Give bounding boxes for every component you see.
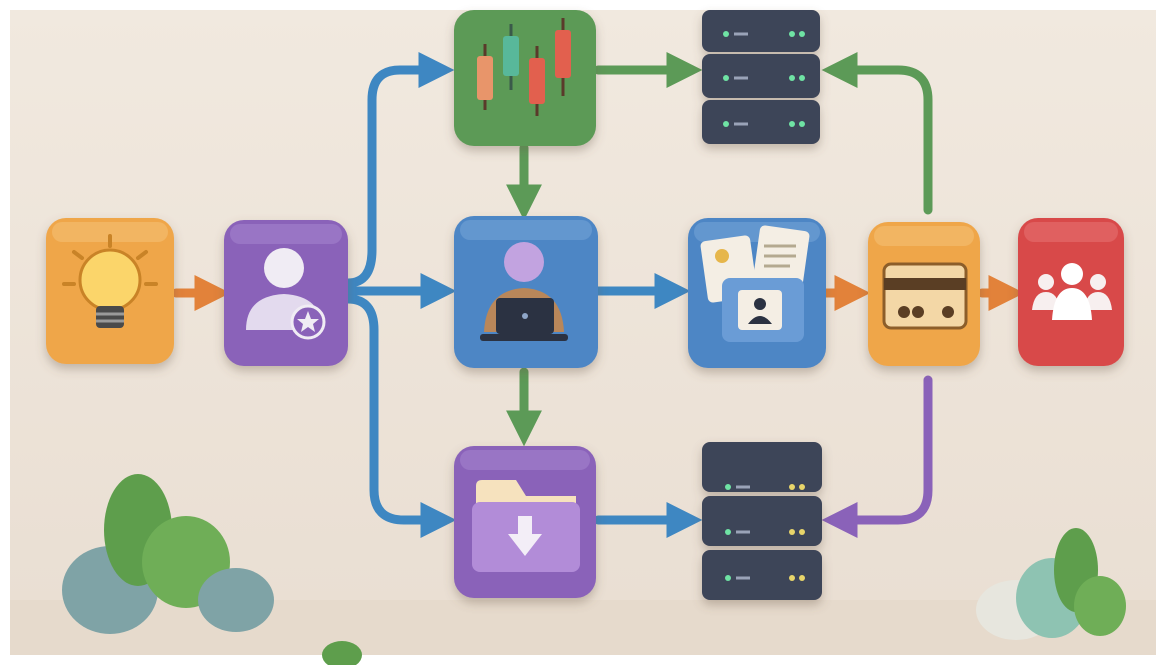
- server-stack-icon: [725, 484, 805, 581]
- folder-download-icon: [472, 480, 580, 572]
- user-laptop-icon: [480, 242, 568, 341]
- edge-payment-to-server-bottom: [821, 375, 933, 538]
- documents-folder-icon: [700, 225, 810, 342]
- edge-user-profile-to-analytics: [343, 52, 455, 288]
- node-analytics: [454, 10, 596, 146]
- edge-user-profile-to-download: [343, 294, 457, 538]
- node-server-top: [702, 10, 820, 144]
- connector-lines: [171, 52, 1025, 538]
- credit-card-icon: [882, 262, 968, 330]
- server-stack-icon: [723, 31, 805, 127]
- user-group-icon: [1032, 263, 1112, 320]
- node-user-profile: [224, 220, 348, 366]
- candlestick-chart-icon: [477, 18, 571, 116]
- decor-plants-left: [62, 474, 274, 634]
- user-star-icon: [246, 248, 326, 340]
- lightbulb-icon: [62, 234, 158, 328]
- edge-payment-to-server-top: [821, 52, 933, 215]
- decor-plants-right: [976, 528, 1126, 640]
- decor-stone-bottom: [322, 641, 362, 665]
